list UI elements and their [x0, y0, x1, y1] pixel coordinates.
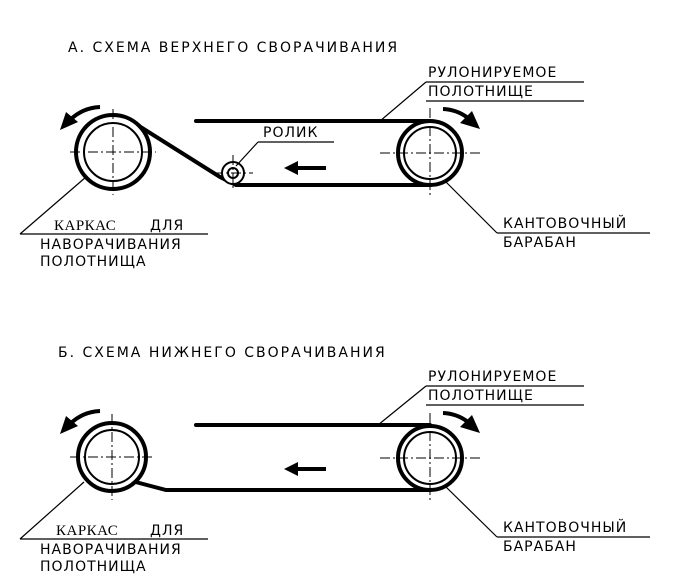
- scheme-b-web-leader: [377, 385, 427, 426]
- scheme-b-drum-label-1: КАНТОВОЧНЫЙ: [503, 518, 627, 536]
- scheme-b-frame-rotation-arrowhead: [60, 416, 78, 434]
- scheme-b-frame-label-3: ПОЛОТНИЩА: [40, 559, 147, 575]
- scheme-b: Б. СХЕМА НИЖНЕГО СВОРАЧИВАНИЯ РУЛОНИРУЕМ…: [19, 345, 650, 575]
- scheme-a-frame-label-2: НАВОРАЧИВАНИЯ: [40, 237, 182, 253]
- scheme-b-drum-rotation-arrow: [442, 411, 470, 424]
- scheme-a-roller-label: РОЛИК: [263, 125, 318, 141]
- scheme-b-web-label-1: РУЛОНИРУЕМОЕ: [428, 369, 557, 385]
- scheme-a-frame-label-1a: КАРКАС: [54, 218, 116, 234]
- scheme-b-frame-label-1a: КАРКАС: [56, 523, 118, 539]
- scheme-a-frame-leader: [19, 176, 87, 235]
- scheme-b-title: Б. СХЕМА НИЖНЕГО СВОРАЧИВАНИЯ: [58, 345, 387, 361]
- scheme-a-roller-leader: [235, 141, 259, 167]
- scheme-a-turning-centerlines: [380, 108, 480, 196]
- scheme-a-drum-rotation-arrowhead: [460, 111, 480, 129]
- scheme-a-title: А. СХЕМА ВЕРХНЕГО СВОРАЧИВАНИЯ: [68, 40, 399, 56]
- scheme-b-drum-label-2: БАРАБАН: [503, 539, 577, 555]
- scheme-a-frame-label-1b: ДЛЯ: [150, 218, 184, 234]
- scheme-a: А. СХЕМА ВЕРХНЕГО СВОРАЧИВАНИЯ РУЛОНИРУЕ…: [19, 40, 650, 270]
- scheme-a-drum-label-1: КАНТОВОЧНЫЙ: [503, 214, 627, 232]
- scheme-b-frame-label-1b: ДЛЯ: [150, 523, 184, 539]
- scheme-a-web-label-1: РУЛОНИРУЕМОЕ: [428, 65, 557, 81]
- scheme-b-frame-label-2: НАВОРАЧИВАНИЯ: [40, 542, 182, 558]
- scheme-a-web-leader: [379, 81, 427, 122]
- scheme-a-frame-label-3: ПОЛОТНИЩА: [40, 254, 147, 270]
- scheme-a-drum-rotation-arrow: [442, 107, 470, 120]
- scheme-b-drum-leader: [444, 485, 498, 538]
- scheme-a-frame-centerlines: [70, 109, 156, 195]
- scheme-a-direction-arrowhead: [284, 161, 298, 175]
- scheme-a-web-label-2: ПОЛОТНИЩЕ: [428, 84, 534, 100]
- scheme-a-drum-leader: [444, 180, 498, 234]
- scheme-b-turning-centerlines: [380, 413, 480, 500]
- scheme-b-frame-leader: [19, 481, 85, 540]
- scheme-b-frame-rotation-arrow: [68, 409, 101, 426]
- scheme-a-drum-label-2: БАРАБАН: [503, 235, 577, 251]
- scheme-a-frame-rotation-arrowhead: [60, 112, 78, 130]
- scheme-a-roller-centerlines: [213, 155, 253, 191]
- scheme-b-belt-lower: [126, 478, 432, 492]
- scheme-b-drum-rotation-arrowhead: [460, 415, 480, 433]
- scheme-b-direction-arrowhead: [284, 462, 298, 476]
- scheme-b-web-label-2: ПОЛОТНИЩЕ: [428, 388, 534, 404]
- scheme-b-frame-centerlines: [70, 414, 154, 500]
